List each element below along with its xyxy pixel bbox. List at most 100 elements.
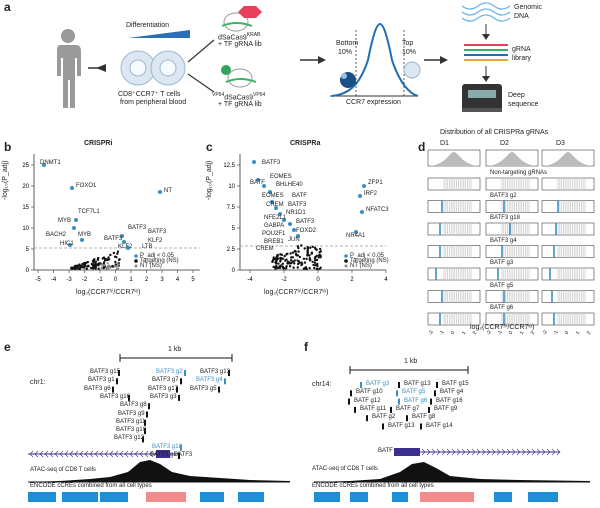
row-label: BATF3 g4 (490, 237, 517, 244)
guide-label: BATF3 g1 (88, 377, 115, 384)
scale-bar-label: 1 kb (404, 358, 418, 365)
guide-label: BATF g15 (442, 381, 469, 387)
x-tick-label: 0 (508, 330, 515, 336)
bottom-label: Bottom (336, 40, 359, 47)
x-tick-label: 5 (191, 277, 195, 283)
donor-label: D2 (500, 140, 509, 147)
gene-label: BATF3 (104, 236, 123, 242)
y-tick-label: 20 (22, 184, 29, 190)
guide-mark (148, 403, 150, 410)
guide-label: BATF g6 (404, 397, 428, 404)
gene-label: NR1D1 (286, 210, 306, 216)
x-tick-label: -5 (35, 277, 41, 283)
guide-mark (350, 390, 352, 397)
guide-label: BATF3 g17 (148, 385, 178, 392)
atac-label: ATAC-seq of CD8 T cells (312, 466, 378, 472)
x-tick-label: 2 (530, 330, 537, 336)
bottom-pct: 10% (338, 49, 353, 56)
guide-label: BATF g10 (356, 389, 383, 396)
guide-label: BATF3 g15 (90, 369, 120, 375)
panel-a-schematic (57, 2, 511, 112)
x-tick-label: 1 (575, 330, 582, 336)
cells-caption-1: CD8⁺CCR7⁺ T cells (118, 91, 181, 98)
guide-mark (144, 428, 146, 435)
guide-mark (178, 453, 180, 459)
panel-c-label: c (206, 140, 213, 154)
guide-mark (420, 423, 422, 430)
chromosome-label: chr14: (312, 381, 332, 388)
row-label: BATF g3 (490, 260, 514, 266)
y-tick-label: 10 (228, 184, 235, 190)
guide-label: BATF g12 (354, 397, 381, 404)
guide-mark (382, 423, 384, 430)
panel-d-label: d (418, 140, 426, 154)
gene-point (120, 234, 124, 238)
panel-b-title: CRISPRi (84, 140, 113, 147)
x-tick-label: 1 (461, 330, 468, 336)
guide-mark (116, 378, 118, 385)
panel-b-label: b (4, 140, 12, 154)
krab-label: dSaCas9KRAB (218, 32, 261, 42)
vp64-construct-icon (221, 65, 257, 88)
panel-f-track (314, 366, 590, 502)
gene-label: BATF (250, 180, 265, 186)
gene-label: TCF7L1 (78, 209, 100, 215)
top-pct: 10% (402, 49, 417, 56)
gene-point (126, 246, 130, 250)
gene-point (158, 190, 162, 194)
row-label: Non-targeting gRNAs (490, 170, 548, 176)
x-tick-label: 3 (160, 277, 164, 283)
guide-label: BATF3 g5 (190, 385, 217, 392)
guide-mark (218, 386, 220, 393)
human-figure-icon (57, 29, 81, 108)
grna-label-2: library (512, 55, 532, 62)
guide-mark (430, 398, 432, 405)
gene-point (42, 163, 46, 167)
gene-label: BATF (292, 193, 307, 199)
legend-entry: NT (NS) (140, 263, 162, 269)
panel-b-xlabel: log₂(CCR7ʰⁱ/CCR7ˡᵒ) (76, 289, 141, 296)
gene-name: BATF3 (174, 452, 193, 458)
guide-label: BATF3 g12 (114, 435, 144, 442)
ccr7-histogram (330, 22, 421, 97)
x-tick-label: 2 (472, 330, 479, 336)
guide-label: BATF g5 (402, 389, 426, 396)
x-tick-label: 1 (519, 330, 526, 336)
guide-label: BATF3 g11 (116, 418, 146, 425)
x-tick-label: -1 (97, 277, 103, 283)
gene-name: BATF (378, 448, 393, 454)
donor-label: D3 (556, 140, 565, 147)
panel-d-xlabel: log₂(CCR7ʰⁱ/CCR7ˡᵒ) (470, 324, 535, 331)
gene-point (70, 186, 74, 190)
krab-construct-icon (221, 6, 262, 32)
gene-label: MYB (58, 218, 72, 224)
guide-label: BATF g13 (388, 422, 415, 429)
gene-point (80, 238, 84, 242)
gene-label: EOMES (262, 193, 284, 199)
gene-label: GABPA (264, 223, 285, 229)
x-tick-label: -2 (281, 277, 287, 283)
differentiation-wedge (128, 30, 190, 38)
panel-e-track (28, 354, 290, 502)
deep-label-1: Deep (508, 92, 525, 99)
sequencer-icon (462, 84, 502, 112)
guide-label: BATF3 g8 (120, 402, 147, 409)
guide-label: BATF3 g7 (152, 377, 179, 384)
guide-mark (390, 406, 392, 413)
encode-label: ENCODE cCREs combined from all cell type… (312, 483, 434, 489)
gene-label: BATF3 (296, 219, 315, 225)
gene-label: EOMES (270, 174, 292, 180)
x-tick-label: -4 (247, 277, 253, 283)
y-tick-label: 0 (232, 268, 236, 274)
x-tick-label: -1 (438, 329, 446, 336)
row-label: BATF3 g18 (490, 215, 520, 221)
y-tick-label: 12.5 (223, 163, 235, 169)
guide-label: BATF3 g14 (150, 452, 180, 458)
panel-c-ylabel: -log₁₀(P_adj) (206, 160, 213, 200)
cells-caption-2: from peripheral blood (120, 99, 187, 106)
grna-library-icon (464, 44, 508, 61)
guide-mark (428, 406, 430, 413)
